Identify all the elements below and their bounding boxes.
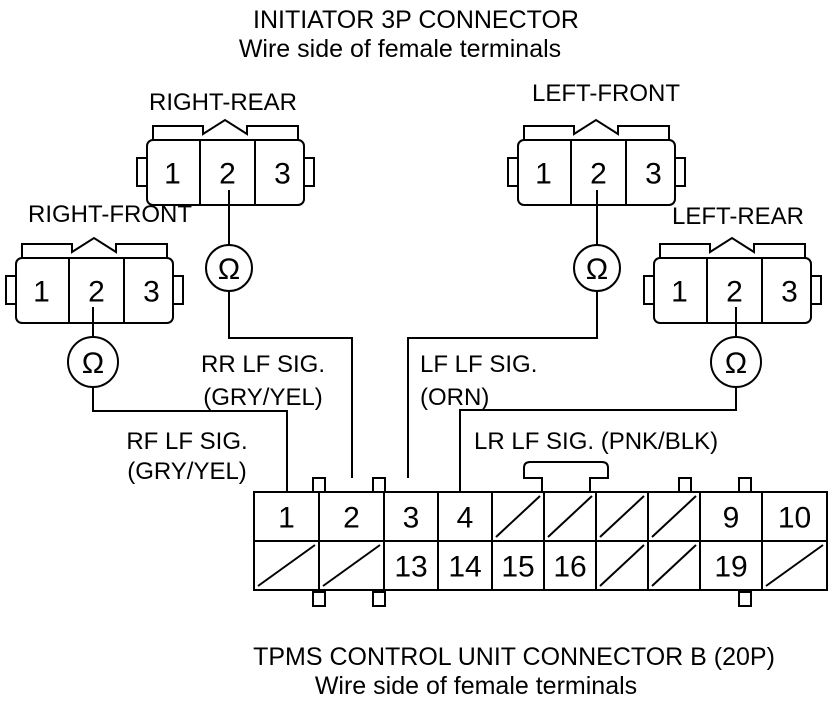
connector-label-left-front: LEFT-FRONT (532, 80, 680, 107)
control-unit-connector: 1 2 3 4 9 10 13 14 15 16 19 (253, 461, 828, 607)
empty-cavity-slash (257, 544, 316, 587)
pin-number: 1 (33, 276, 50, 309)
pin-number: 10 (778, 502, 811, 535)
connector-tab (312, 477, 326, 493)
ohm-meter-rf: Ω (67, 336, 119, 388)
ohm-meter-lf: Ω (573, 244, 621, 292)
connector-ear (674, 157, 686, 187)
pin-number: 3 (143, 276, 160, 309)
empty-cavity-slash (495, 495, 541, 538)
footer-subtitle: Wire side of female terminals (315, 672, 637, 700)
ohm-icon: Ω (725, 347, 747, 380)
header-title: INITIATOR 3P CONNECTOR (253, 6, 579, 34)
empty-cavity-slash (651, 544, 697, 587)
wire-rr (228, 190, 353, 478)
header-subtitle: Wire side of female terminals (239, 35, 561, 63)
connector-tab (738, 591, 752, 607)
empty-cavity-slash (599, 495, 645, 538)
connector-ear (643, 275, 655, 305)
wire-label-lf-1: LF LF SIG. (420, 351, 537, 378)
wire-lf (407, 190, 598, 478)
empty-cavity-slash (599, 544, 645, 587)
connector-left-rear: 1 2 3 (643, 236, 822, 324)
pin-number: 3 (645, 158, 662, 191)
pin-number: 1 (671, 276, 688, 309)
wire-label-rr-1: RR LF SIG. (201, 351, 325, 378)
pin-number: 2 (88, 276, 105, 309)
pin-number: 2 (343, 502, 360, 535)
footer-title: TPMS CONTROL UNIT CONNECTOR B (20P) (253, 643, 775, 671)
connector-left-front: 1 2 3 (507, 118, 686, 206)
connector-label-right-rear: RIGHT-REAR (149, 89, 297, 116)
connector-latch (523, 118, 670, 142)
connector-latch (152, 118, 299, 142)
pin-number: 16 (553, 551, 586, 584)
empty-cavity-slash (547, 495, 593, 538)
wire-label-rr-2: (GRY/YEL) (203, 384, 323, 411)
connector-ear (303, 157, 315, 187)
pin-number: 1 (164, 158, 181, 191)
control-unit-latch (523, 461, 609, 493)
connector-ear (810, 275, 822, 305)
connector-right-rear: 1 2 3 (136, 118, 315, 206)
ohm-meter-lr: Ω (710, 336, 762, 388)
pin-number: 14 (448, 551, 481, 584)
connector-tab (372, 477, 386, 493)
empty-cavity-slash (651, 495, 697, 538)
wire-label-lf-2: (ORN) (420, 384, 489, 411)
ohm-icon: Ω (82, 347, 104, 380)
connector-ear (136, 157, 148, 187)
pin-number: 13 (394, 551, 427, 584)
wire-label-rf-2: (GRY/YEL) (127, 458, 247, 485)
ohm-meter-rr: Ω (205, 244, 253, 292)
connector-latch (659, 236, 806, 260)
wire-label-lr: LR LF SIG. (PNK/BLK) (474, 428, 718, 455)
pin-number: 1 (278, 502, 295, 535)
pin-number: 2 (726, 276, 743, 309)
connector-tab (678, 477, 692, 493)
connector-tab (372, 591, 386, 607)
pin-number: 9 (723, 502, 740, 535)
connector-ear (5, 275, 17, 305)
pin-number: 2 (219, 158, 236, 191)
pin-number: 4 (457, 502, 474, 535)
pin-number: 15 (501, 551, 534, 584)
pin-number: 1 (535, 158, 552, 191)
wire-rf (92, 307, 288, 492)
connector-tab (738, 477, 752, 493)
empty-cavity-slash (765, 544, 824, 587)
connector-tab (312, 591, 326, 607)
wire-lr (459, 307, 737, 492)
pin-number: 19 (714, 551, 747, 584)
ohm-icon: Ω (218, 253, 240, 286)
connector-right-front: 1 2 3 (5, 236, 184, 324)
pin-number: 3 (781, 276, 798, 309)
connector-ear (507, 157, 519, 187)
connector-label-left-rear: LEFT-REAR (672, 203, 804, 230)
empty-cavity-slash (322, 544, 381, 587)
connector-latch (21, 236, 168, 260)
pin-number: 2 (590, 158, 607, 191)
wire-label-rf-1: RF LF SIG. (126, 428, 247, 455)
ohm-icon: Ω (586, 253, 608, 286)
pin-number: 3 (274, 158, 291, 191)
connector-ear (172, 275, 184, 305)
pin-number: 3 (403, 502, 420, 535)
